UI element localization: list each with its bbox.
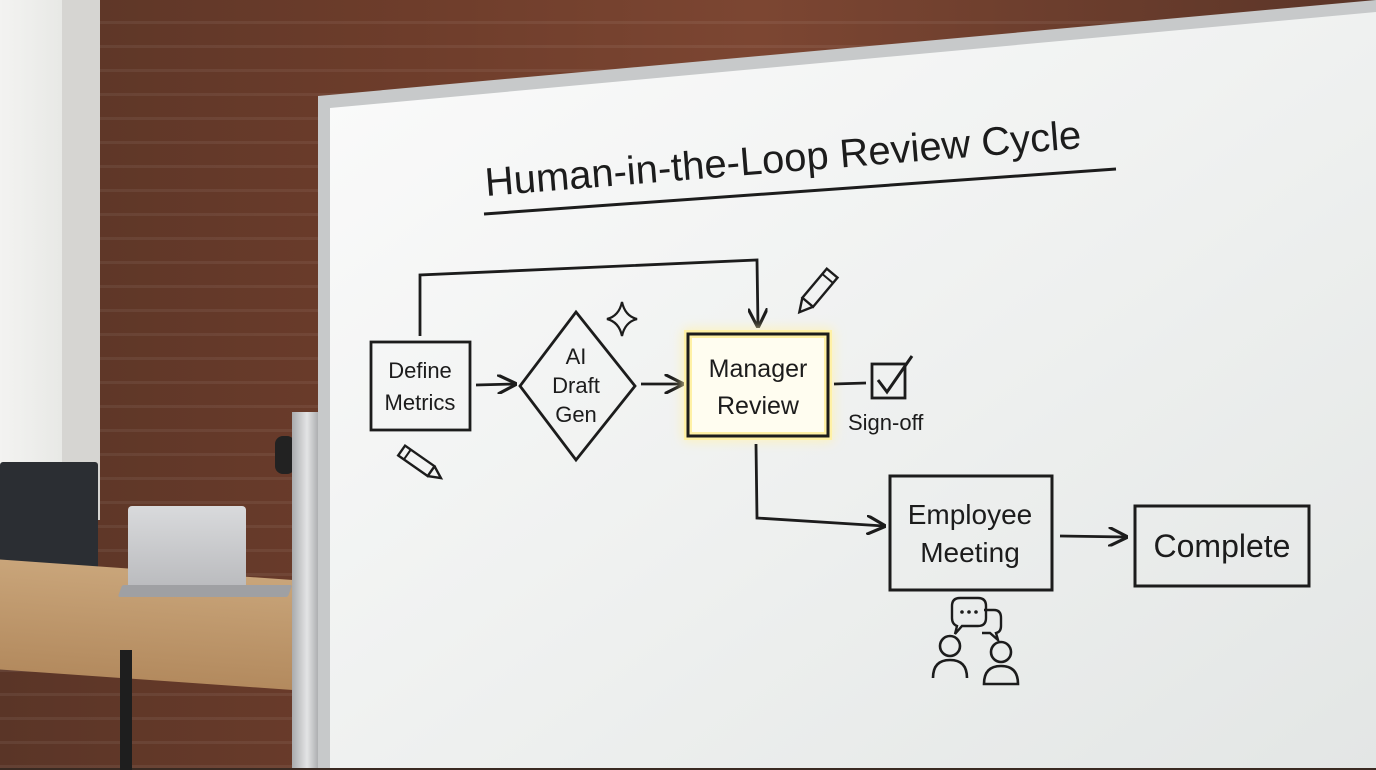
node-ai-draft-gen-line1: AI [566,344,587,369]
chat-bubbles-icon [950,596,1003,644]
node-ai-draft-gen [518,309,637,463]
title-underline [483,167,1117,216]
pencil-icon [797,266,840,315]
node-employee-meeting [888,474,1054,592]
loop-arrow [418,258,758,336]
node-ai-draft-gen-line2: Draft [552,373,600,398]
whiteboard-stand [292,412,322,768]
node-define-metrics [369,340,472,432]
node-manager-review-glow [684,330,832,440]
sign-off-label: Sign-off [848,410,924,435]
checkbox-icon [870,355,914,400]
laptop [128,506,246,590]
arrow-manager-to-employee [754,443,884,526]
whiteboard-knob [275,436,295,474]
people-icon [931,634,1020,686]
node-define-metrics-line1: Define [388,358,452,383]
node-ai-draft-gen-line3: Gen [555,402,597,427]
node-manager-review-line1: Manager [709,355,808,383]
node-manager-review [686,332,830,438]
node-complete-label: Complete [1154,528,1291,564]
node-define-metrics-line2: Metrics [385,390,456,415]
arrow-define-to-ai [475,384,515,385]
node-complete [1133,504,1311,588]
window-frame [62,0,100,520]
monitor [0,462,98,572]
connector-sign-off [833,381,867,386]
node-manager-review-line2: Review [717,392,800,420]
node-employee-meeting-line1: Employee [908,499,1033,530]
desk-leg [120,650,132,770]
pencil-icon [396,443,444,480]
node-employee-meeting-line2: Meeting [920,537,1020,568]
sparkle-icon [606,301,638,337]
whiteboard-surface [330,12,1376,768]
arrow-employee-to-complete [1059,536,1126,537]
